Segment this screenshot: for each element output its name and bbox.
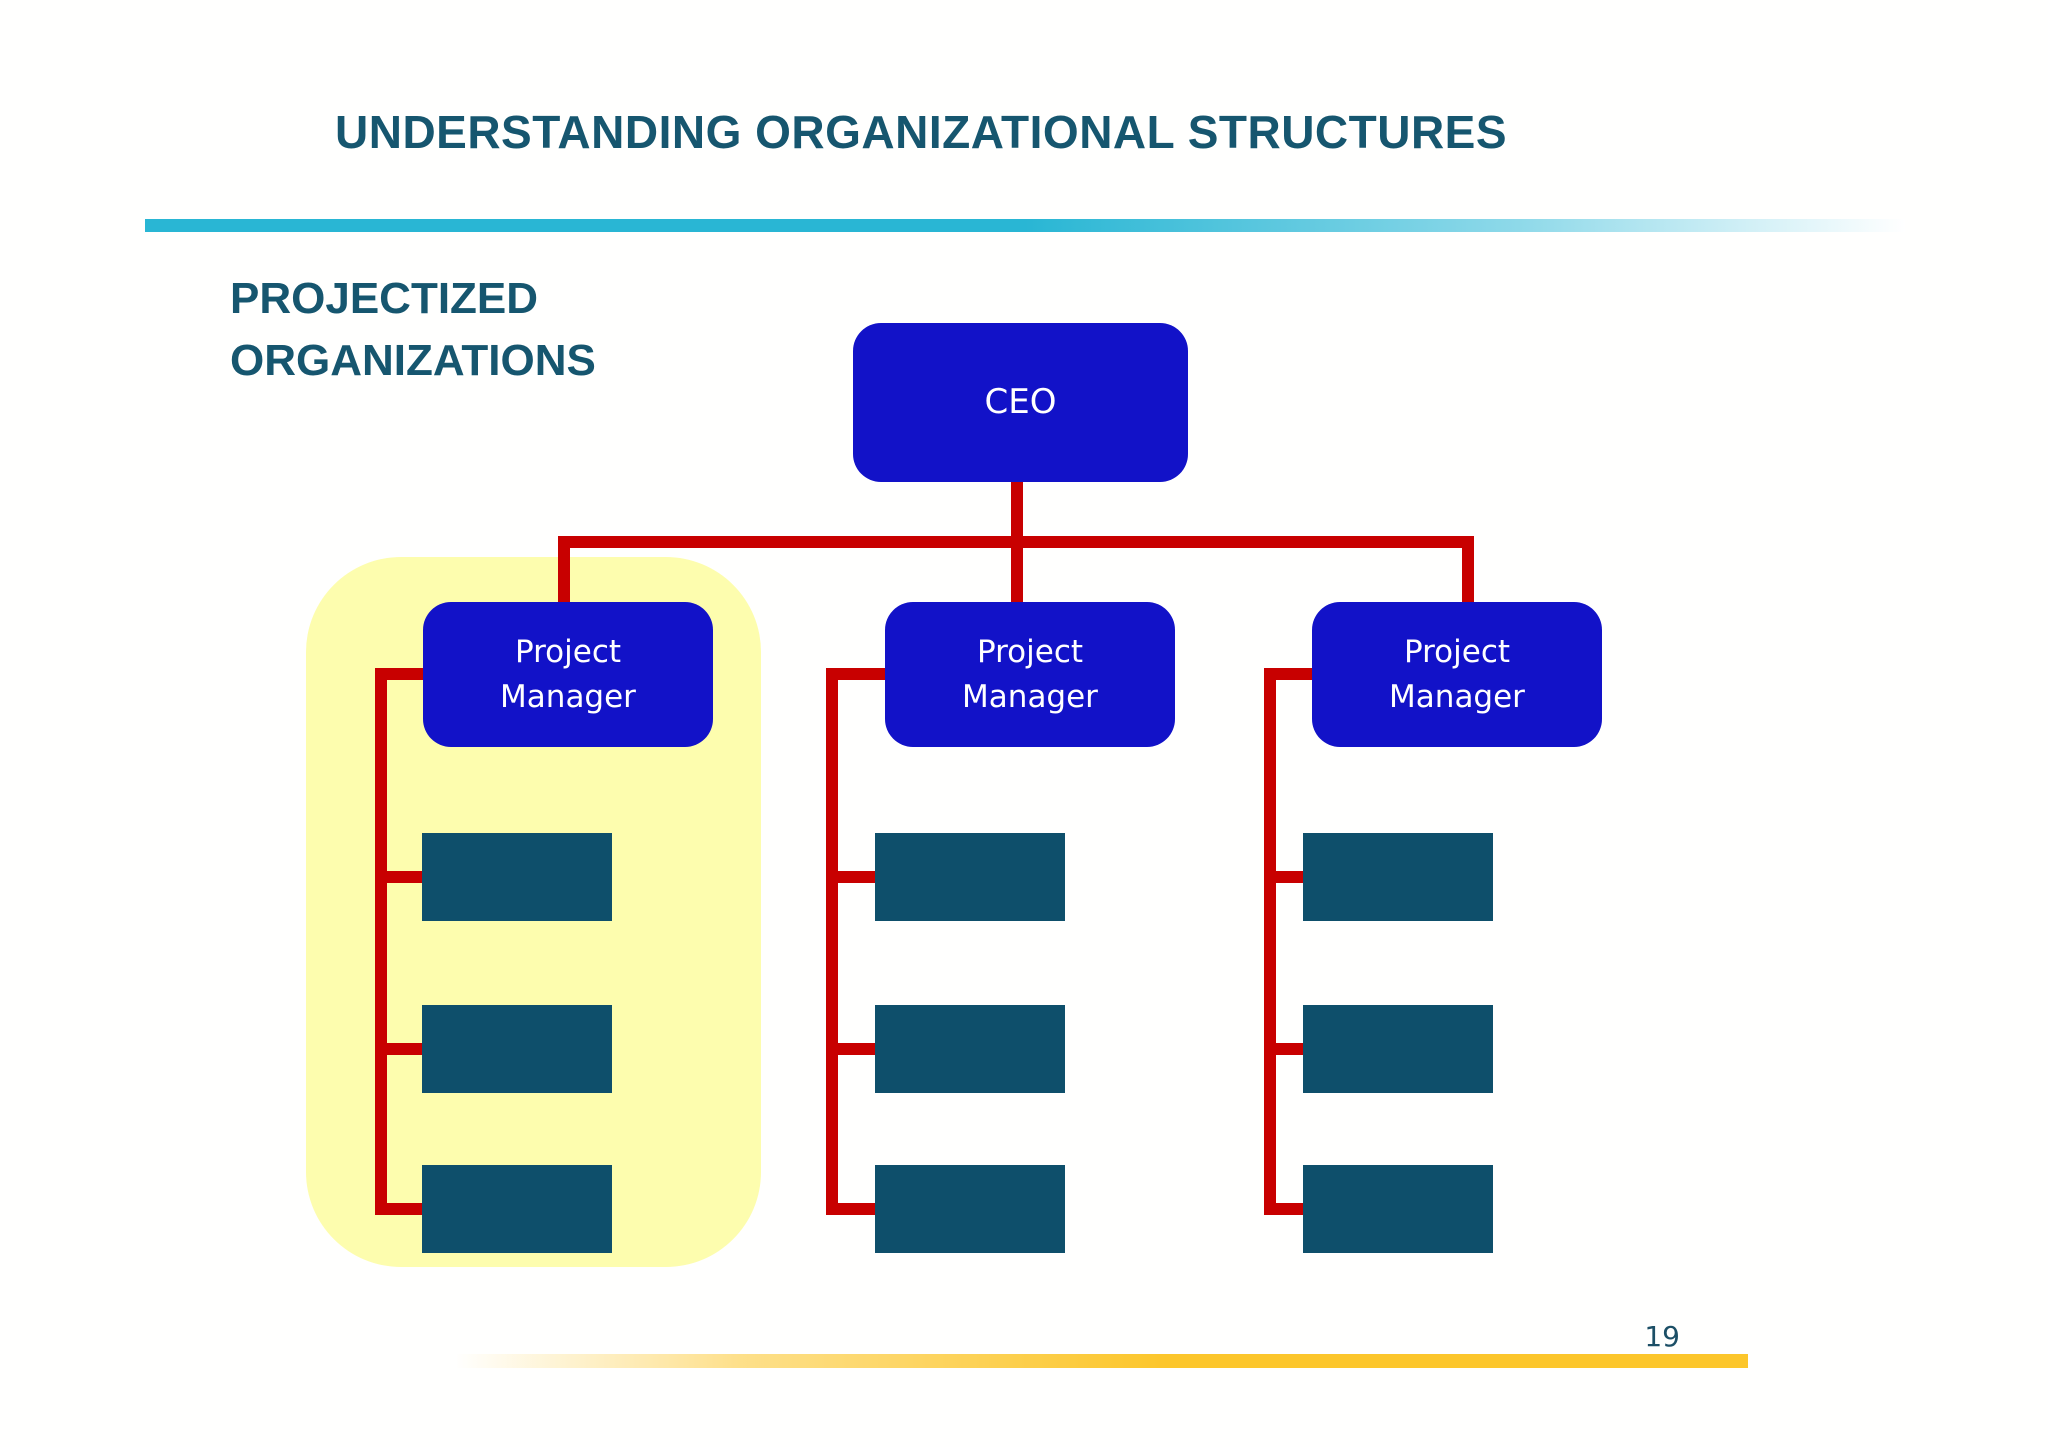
section-heading: PROJECTIZED ORGANIZATIONS [230,268,596,392]
col1-stub-pm [375,668,423,680]
col2-stub-staff3 [826,1203,875,1215]
col2-staff-box-1 [875,833,1065,921]
col1-staff-box-1 [422,833,612,921]
col2-staff-box-2 [875,1005,1065,1093]
pm1-label-line2: Manager [500,678,636,715]
col2-spine [826,668,838,1215]
col1-staff-box-2 [422,1005,612,1093]
org-node-project-manager-1: Project Manager [423,602,713,747]
title-divider-rule [145,219,1905,232]
org-node-project-manager-3: Project Manager [1312,602,1602,747]
section-heading-line2: ORGANIZATIONS [230,336,596,385]
pm2-label-line2: Manager [962,678,1098,715]
col2-stub-staff1 [826,871,875,883]
col3-spine [1264,668,1276,1215]
col1-staff-box-3 [422,1165,612,1253]
connector-horizontal-bar [558,536,1474,548]
col1-stub-staff2 [375,1043,422,1055]
col1-stub-staff3 [375,1203,422,1215]
col3-staff-box-3 [1303,1165,1493,1253]
col1-stub-staff1 [375,871,422,883]
footer-divider-rule [455,1354,1748,1368]
org-node-project-manager-2: Project Manager [885,602,1175,747]
col3-stub-staff1 [1264,871,1305,883]
pm3-label-line1: Project [1403,633,1511,670]
slide-title: UNDERSTANDING ORGANIZATIONAL STRUCTURES [335,106,1508,158]
col1-spine [375,668,387,1215]
section-heading-line1: PROJECTIZED [230,274,539,323]
pm3-label-line2: Manager [1389,678,1525,715]
pm2-label-line1: Project [976,633,1084,670]
col3-staff-box-1 [1303,833,1493,921]
col2-stub-pm [826,668,885,680]
connector-drop-pm1 [558,536,570,608]
org-node-ceo: CEO [853,323,1188,482]
col3-stub-staff3 [1264,1203,1305,1215]
pm1-label-line1: Project [514,633,622,670]
col3-stub-staff2 [1264,1043,1305,1055]
ceo-label: CEO [984,382,1057,422]
col2-stub-staff2 [826,1043,875,1055]
connector-drop-pm3 [1462,536,1474,608]
col3-stub-pm [1264,668,1312,680]
col3-staff-box-2 [1303,1005,1493,1093]
page-number: 19 [1644,1320,1680,1353]
col2-staff-box-3 [875,1165,1065,1253]
